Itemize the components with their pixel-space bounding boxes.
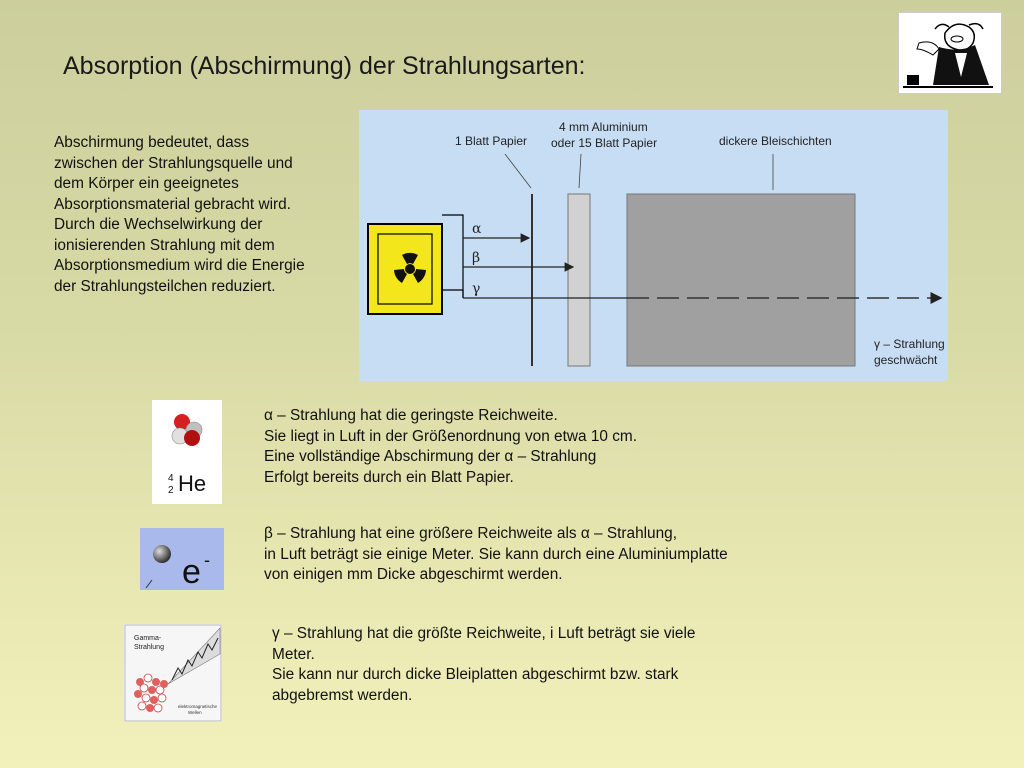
helium-nucleus-image: 4 2 He xyxy=(152,400,222,504)
gamma-img-label-2: Strahlung xyxy=(134,644,164,651)
alpha-line: Eine vollständige Abschirmung der α – St… xyxy=(264,447,637,468)
gamma-line: abgebremst werden. xyxy=(272,686,695,707)
intro-line: Abschirmung bedeutet, dass xyxy=(54,133,344,154)
intro-line: Durch die Wechselwirkung der xyxy=(54,215,344,236)
lead-block xyxy=(627,194,855,366)
label-lead: dickere Bleischichten xyxy=(719,134,832,148)
electron-charge: - xyxy=(204,550,210,570)
gamma-img-label-1: Gamma- xyxy=(134,635,162,642)
label-aluminium-2: oder 15 Blatt Papier xyxy=(551,136,657,150)
gamma-description: γ – Strahlung hat die größte Reichweite,… xyxy=(272,624,695,706)
alpha-line: α – Strahlung hat die geringste Reichwei… xyxy=(264,406,637,427)
gamma-img-caption-2: Wellen xyxy=(188,710,202,715)
he-mass-number: 4 xyxy=(168,473,174,484)
page-title: Absorption (Abschirmung) der Strahlungsa… xyxy=(63,52,586,81)
shielding-diagram: 1 Blatt Papier 4 mm Aluminium oder 15 Bl… xyxy=(359,110,948,381)
label-aluminium-1: 4 mm Aluminium xyxy=(559,120,648,134)
gamma-line: γ – Strahlung hat die größte Reichweite,… xyxy=(272,624,695,645)
beta-line: β – Strahlung hat eine größere Reichweit… xyxy=(264,524,728,545)
paper-sheet xyxy=(531,194,533,366)
radiation-source xyxy=(368,224,442,314)
label-paper: 1 Blatt Papier xyxy=(455,134,527,148)
electron-image: e - xyxy=(140,528,224,590)
intro-line: zwischen der Strahlungsquelle und xyxy=(54,154,344,175)
pointer-aluminium xyxy=(579,154,581,188)
gamma-img-caption-1: elektromagnetische xyxy=(178,704,218,709)
intro-line: Absorptionsmaterial gebracht wird. xyxy=(54,195,344,216)
pointer-paper xyxy=(505,154,531,188)
label-alpha: α xyxy=(472,221,482,237)
gamma-line: Sie kann nur durch dicke Bleiplatten abg… xyxy=(272,665,695,686)
intro-line: der Strahlungsteilchen reduziert. xyxy=(54,277,344,298)
intro-line: ionisierenden Strahlung mit dem xyxy=(54,236,344,257)
aluminium-plate xyxy=(568,194,590,366)
he-atomic-number: 2 xyxy=(168,485,174,496)
label-gamma-weakened-1: γ – Strahlung xyxy=(874,337,945,351)
alpha-line: Sie liegt in Luft in der Größenordnung v… xyxy=(264,427,637,448)
beta-line: von einigen mm Dicke abgeschirmt werden. xyxy=(264,565,728,586)
gamma-line: Meter. xyxy=(272,645,695,666)
label-beta: β xyxy=(472,250,480,266)
gamma-radiation-image: Gamma- Strahlung elektromagnetische Well… xyxy=(124,624,222,722)
intro-line: dem Körper ein geeignetes xyxy=(54,174,344,195)
he-symbol: He xyxy=(178,471,206,496)
label-gamma: γ xyxy=(472,281,480,297)
electron-symbol: e xyxy=(182,553,201,590)
alpha-description: α – Strahlung hat die geringste Reichwei… xyxy=(264,406,637,488)
label-gamma-weakened-2: geschwächt xyxy=(874,353,938,367)
intro-paragraph: Abschirmung bedeutet, dass zwischen der … xyxy=(54,133,344,297)
professor-cartoon-image xyxy=(898,12,1002,94)
alpha-line: Erfolgt bereits durch ein Blatt Papier. xyxy=(264,468,637,489)
intro-line: Absorptionsmedium wird die Energie xyxy=(54,256,344,277)
beta-line: in Luft beträgt sie einige Meter. Sie ka… xyxy=(264,545,728,566)
beta-description: β – Strahlung hat eine größere Reichweit… xyxy=(264,524,728,586)
